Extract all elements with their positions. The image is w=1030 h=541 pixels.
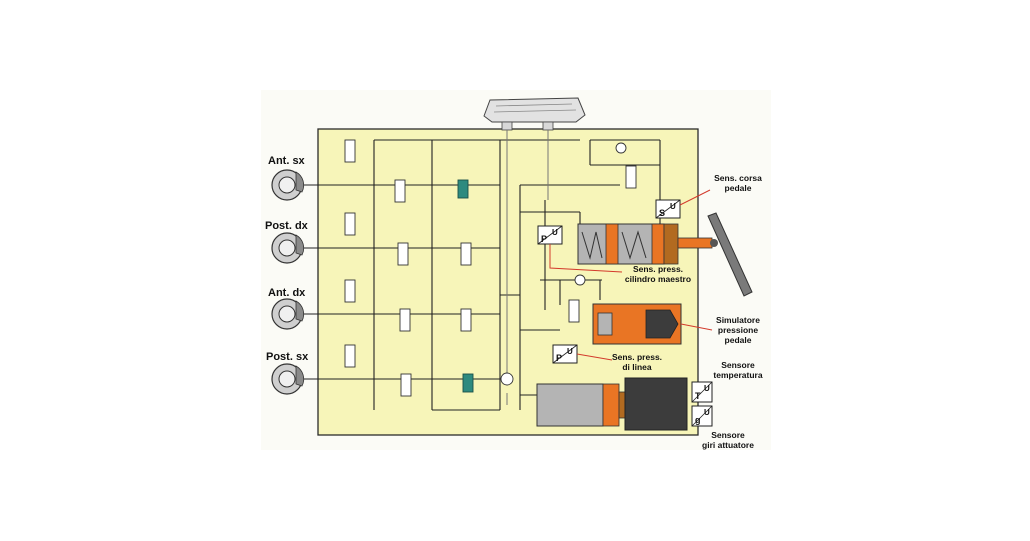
wheel-front-left: Ant. sx	[268, 155, 306, 201]
sensor-master-pressure: P U	[537, 225, 563, 245]
label-master-pressure-1: Sens. press.	[633, 264, 683, 274]
label-master-pressure-2: cilindro maestro	[625, 274, 691, 284]
wheel-label-post-dx: Post. dx	[265, 220, 309, 232]
master-cylinder	[577, 223, 713, 265]
label-simulator-3: pedale	[725, 335, 752, 345]
label-simulator-1: Simulatore	[716, 315, 760, 325]
check-valves	[500, 142, 627, 386]
label-pedal-stroke-1: Sens. corsa	[714, 173, 762, 183]
label-line-pressure-2: di linea	[622, 362, 652, 372]
hydraulic-lines	[302, 139, 661, 411]
temp-sensor-in: T	[695, 391, 701, 401]
line-sensor-in: P	[556, 353, 562, 363]
wheel-label-post-sx: Post. sx	[266, 351, 309, 363]
label-actuator-revs-1: Sensore	[711, 430, 745, 440]
sensor-line-pressure: P U	[552, 344, 578, 364]
label-pedal-stroke-2: pedale	[725, 183, 752, 193]
revs-sensor-out: U	[704, 408, 710, 417]
teal-valve-upper	[457, 179, 469, 199]
wheel-front-right: Ant. dx	[268, 287, 306, 330]
pedal-simulator	[592, 303, 682, 345]
temp-sensor-out: U	[704, 384, 710, 393]
stroke-sensor-in: S	[659, 208, 665, 218]
stroke-sensor-out: U	[670, 202, 676, 211]
electric-actuator	[536, 377, 688, 431]
teal-valve-lower	[462, 373, 474, 393]
wheel-label-ant-sx: Ant. sx	[268, 155, 306, 167]
line-sensor-out: U	[567, 347, 573, 356]
label-temp-sensor-1: Sensore	[721, 360, 755, 370]
wheel-rear-right: Post. dx	[265, 220, 309, 264]
master-sensor-in: P	[541, 234, 547, 244]
label-line-pressure-1: Sens. press.	[612, 352, 662, 362]
sensor-actuator-revs: g U	[691, 405, 713, 427]
brake-pedal	[707, 212, 753, 297]
label-actuator-revs-2: giri attuatore	[702, 440, 754, 450]
return-lines	[506, 130, 549, 405]
wheel-rear-left: Post. sx	[266, 351, 309, 395]
solenoid-valves	[344, 139, 637, 397]
master-sensor-out: U	[552, 228, 558, 237]
wheel-label-ant-dx: Ant. dx	[268, 287, 306, 299]
sensor-temperature: T U	[691, 381, 713, 403]
leader-lines	[549, 189, 713, 361]
sensor-pedal-stroke: S U	[655, 199, 681, 219]
label-temp-sensor-2: temperatura	[713, 370, 762, 380]
revs-sensor-in: g	[695, 415, 701, 425]
fluid-reservoir	[483, 97, 586, 131]
label-simulator-2: pressione	[718, 325, 758, 335]
